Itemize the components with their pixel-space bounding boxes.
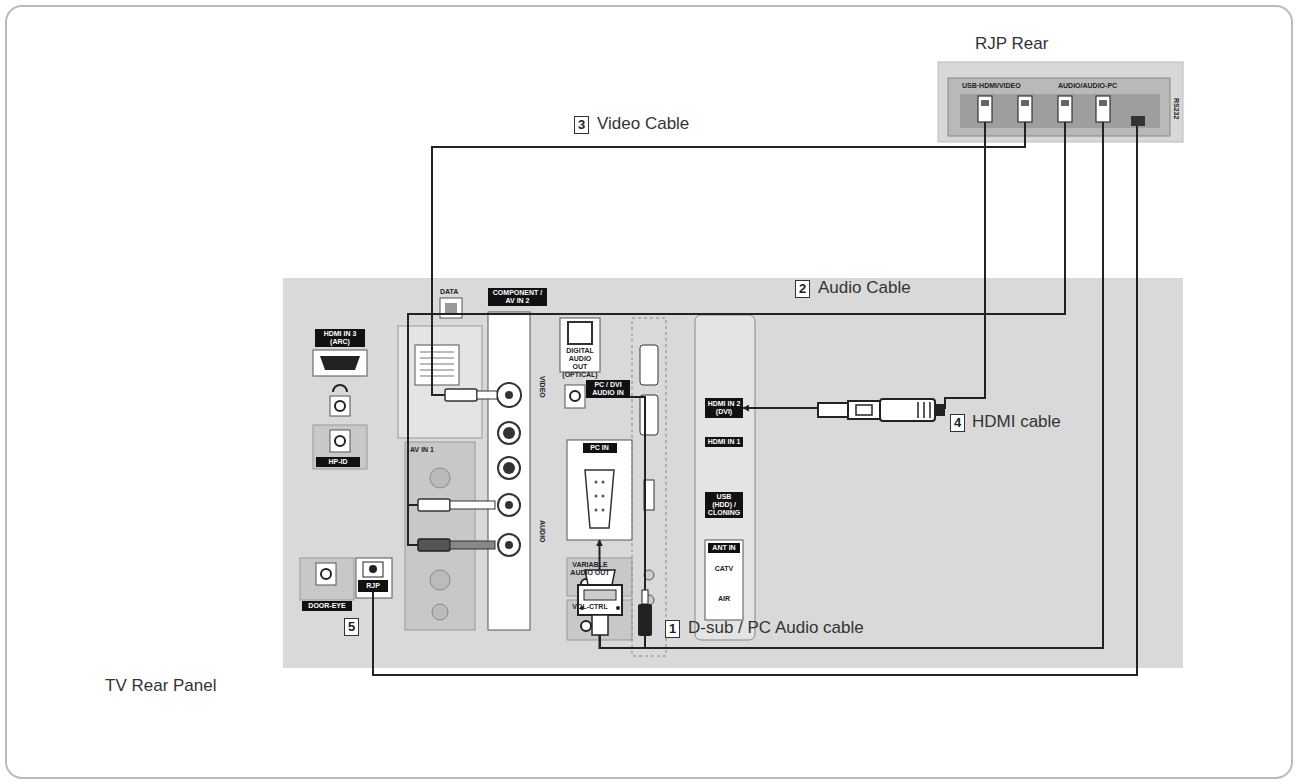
callout-number: 2 <box>795 280 810 298</box>
port-name: USB·HDMI/VIDEO <box>962 82 1021 90</box>
hdmi-plug <box>818 399 945 421</box>
port-name: ANT IN <box>708 543 740 553</box>
cable-name: HDMI cable <box>972 412 1061 432</box>
tv-panel: TV Rear PanelHDMI IN 2 (DVI)PC INRJP <box>283 278 1183 668</box>
port-name: VOL-CTRL <box>570 603 610 611</box>
port-name: PC IN <box>583 443 617 453</box>
port-name: RJP <box>366 582 380 589</box>
callout-number: 5 <box>344 618 359 636</box>
port-name: DIGITAL AUDIO OUT (OPTICAL) <box>561 347 599 379</box>
rjp-panel: RJP Rear <box>938 62 1183 142</box>
port-name: VARIABLE AUDIO OUT <box>570 561 610 577</box>
pc-in-port: PC IN <box>567 440 632 540</box>
port-name: CATV <box>712 565 736 573</box>
callout-number: 4 <box>950 414 965 432</box>
port-name: DOOR-EYE <box>302 601 352 611</box>
cable <box>432 142 1025 278</box>
cable <box>373 142 1137 675</box>
cable <box>1064 142 1066 278</box>
port-name: HDMI IN 1 <box>705 437 743 447</box>
port-name: AUDIO/AUDIO-PC <box>1058 82 1117 90</box>
cable-name: Video Cable <box>597 114 689 134</box>
panel-heading: RJP Rear <box>975 34 1048 54</box>
callout-number: 3 <box>574 116 589 134</box>
callout-number: 1 <box>665 620 680 638</box>
audio-plug <box>638 590 652 648</box>
port-name: HDMI IN 3 (ARC) <box>315 329 365 347</box>
port-name: AV IN 1 <box>410 446 434 454</box>
cable <box>600 142 1104 648</box>
port-name: VIDEO <box>538 376 546 398</box>
port-name: PC / DVI AUDIO IN <box>586 380 630 398</box>
port-name: AIR <box>712 595 736 603</box>
port-name: USB (HDD) / CLONING <box>705 492 743 518</box>
cable-name: D-sub / PC Audio cable <box>688 618 864 638</box>
port-name: RS232 <box>1172 98 1180 119</box>
port-name: HP-ID <box>316 457 360 467</box>
frame <box>6 6 1292 778</box>
tv-housing <box>283 278 1183 668</box>
port-name: HDMI IN 2 (DVI) <box>708 400 741 415</box>
panel-heading: TV Rear Panel <box>105 676 217 696</box>
port-name: DATA <box>440 288 458 296</box>
cable <box>743 142 985 408</box>
cable-name: Audio Cable <box>818 278 911 298</box>
rjp-housing <box>938 62 1183 142</box>
port-label: RJP <box>358 580 388 592</box>
port-label: HDMI IN 2 (DVI) <box>705 398 743 418</box>
port-name: COMPONENT / AV IN 2 <box>488 288 547 306</box>
port-name: AUDIO <box>538 520 546 543</box>
